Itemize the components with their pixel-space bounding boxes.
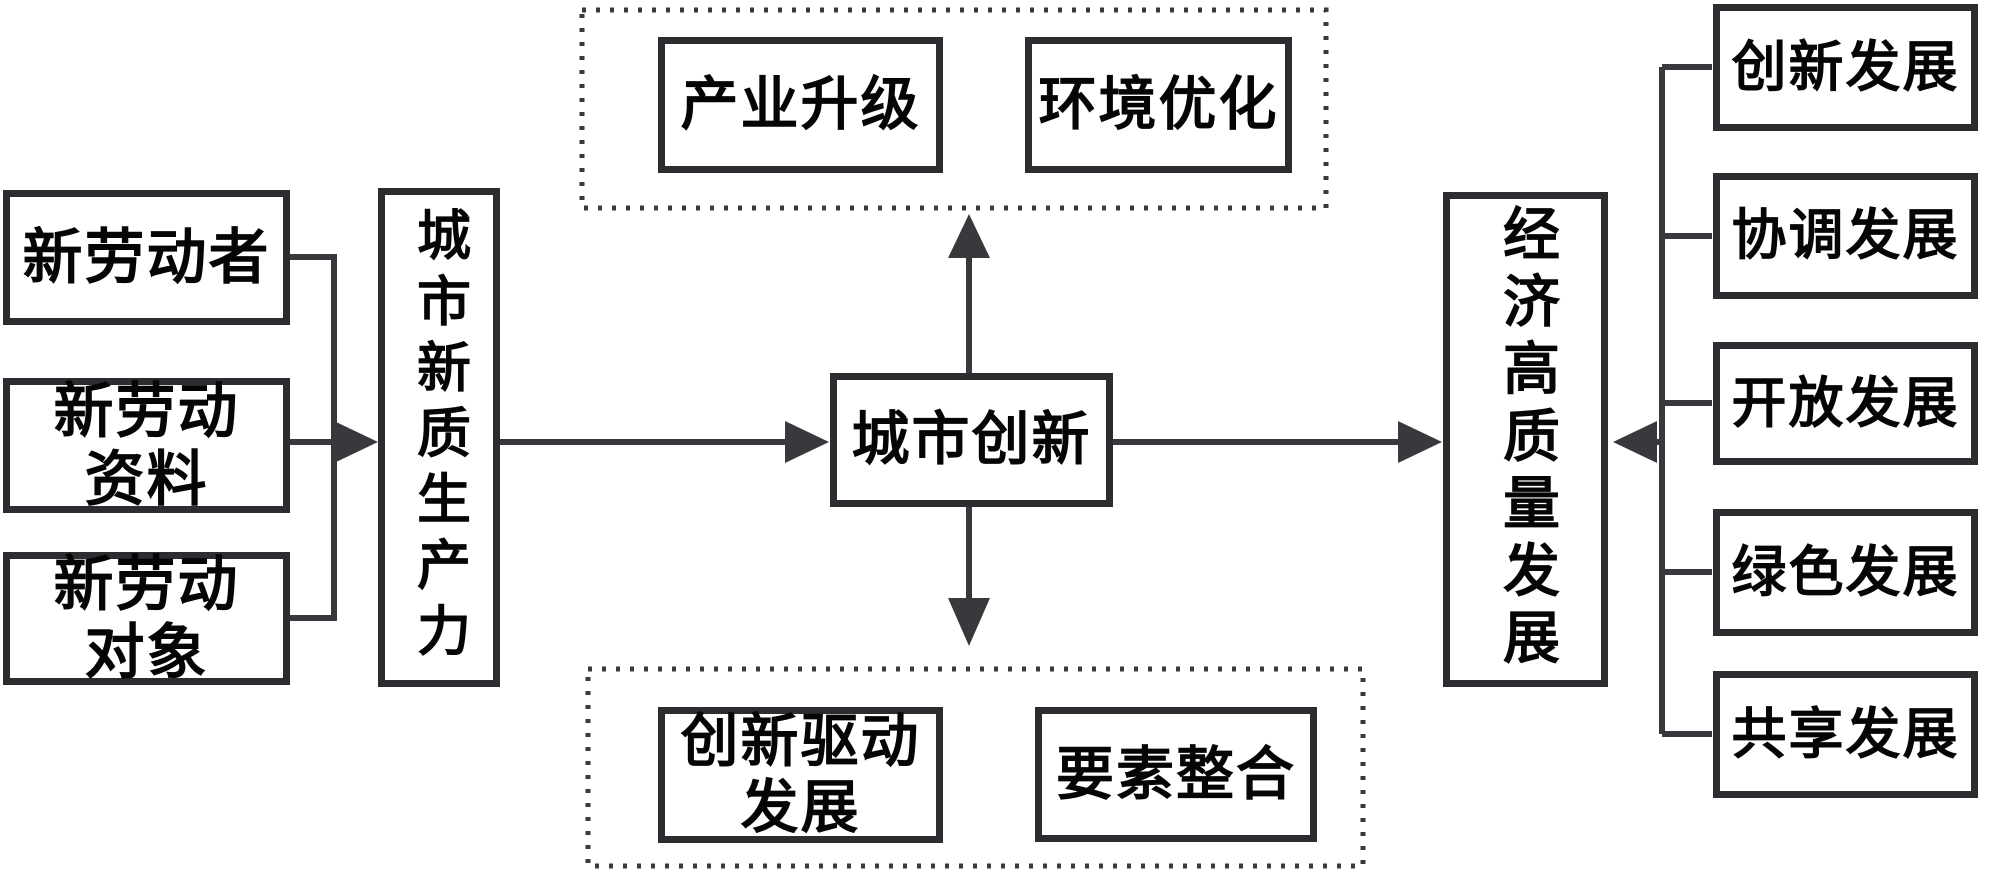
box-shared-development: 共享发展	[1713, 671, 1978, 798]
box-innovative-development-label: 创新发展	[1731, 36, 1960, 98]
input-box-new-labor-materials-line2: 资料	[84, 446, 209, 513]
input-box-new-labor-objects-line1: 新劳动	[53, 551, 240, 618]
box-green-development-label: 绿色发展	[1731, 541, 1960, 603]
arrowhead-into-left-hub	[334, 421, 378, 463]
input-box-new-labor-materials: 新劳动 资料	[3, 378, 290, 513]
input-box-new-labor-materials-line1: 新劳动	[53, 378, 240, 445]
arrowhead-up-to-top-group	[948, 214, 990, 258]
box-innovation-driven-development-line2: 发展	[740, 775, 861, 840]
box-coordinated-development: 协调发展	[1713, 173, 1978, 299]
box-coordinated-development-label: 协调发展	[1731, 205, 1960, 266]
hub-urban-new-quality-productivity: 城市新质生产力	[378, 188, 500, 687]
box-green-development: 绿色发展	[1713, 509, 1978, 636]
box-industrial-upgrading-label: 产业升级	[680, 72, 921, 137]
box-innovative-development: 创新发展	[1713, 4, 1978, 131]
box-industrial-upgrading: 产业升级	[658, 37, 943, 173]
box-innovation-driven-development: 创新驱动 发展	[658, 707, 943, 843]
box-innovation-driven-development-line1: 创新驱动	[680, 709, 921, 774]
top-group-dotted-border	[579, 7, 1329, 211]
box-shared-development-label: 共享发展	[1731, 703, 1960, 765]
hub-economic-high-quality-development-label: 经济高质量发展	[1494, 204, 1558, 675]
box-factor-integration-label: 要素整合	[1055, 741, 1296, 807]
arrowhead-down-to-bottom-group	[948, 598, 990, 646]
bottom-group-dotted-border	[585, 666, 1366, 869]
box-open-development: 开放发展	[1713, 342, 1978, 465]
hub-urban-new-quality-productivity-label: 城市新质生产力	[408, 206, 469, 669]
box-factor-integration: 要素整合	[1035, 707, 1317, 842]
hub-economic-high-quality-development: 经济高质量发展	[1443, 192, 1608, 687]
input-box-new-laborers-label: 新劳动者	[22, 224, 271, 291]
node-urban-innovation: 城市创新	[830, 373, 1113, 507]
arrowhead-into-right-hub	[1398, 421, 1442, 463]
node-urban-innovation-label: 城市创新	[851, 407, 1092, 472]
box-environment-optimization-label: 环境优化	[1038, 72, 1279, 137]
input-box-new-labor-objects: 新劳动 对象	[3, 551, 290, 686]
box-open-development-label: 开放发展	[1731, 372, 1960, 434]
input-box-new-laborers: 新劳动者	[3, 190, 290, 325]
arrowhead-into-center	[785, 421, 829, 463]
input-box-new-labor-objects-line2: 对象	[84, 619, 209, 686]
box-environment-optimization: 环境优化	[1025, 37, 1292, 173]
arrowhead-outcomes-into-right-hub	[1613, 421, 1657, 463]
